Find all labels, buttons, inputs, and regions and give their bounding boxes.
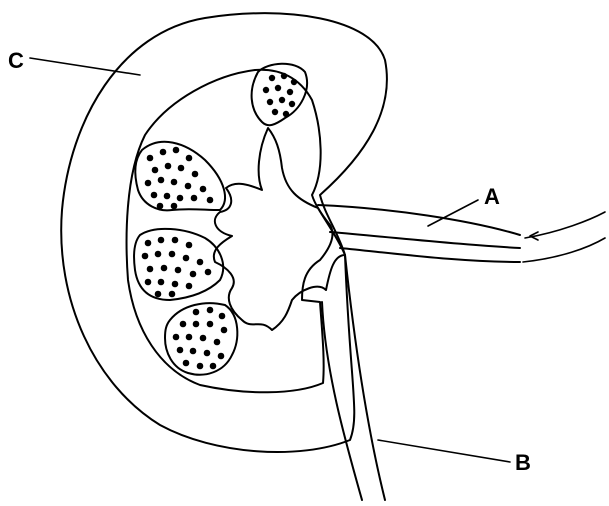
vessel-extension-lower: [523, 238, 605, 262]
renal-pelvis: [214, 128, 345, 330]
pyramid-middle-left: [134, 229, 223, 300]
leader-line-b: [378, 440, 510, 462]
medulla-boundary: [127, 70, 333, 393]
pyramid-dots: [142, 73, 297, 370]
label-c: C: [8, 48, 24, 73]
label-b: B: [515, 450, 531, 475]
leader-line-c: [30, 58, 140, 75]
renal-vessel-upper: [318, 205, 520, 235]
label-a: A: [484, 184, 500, 209]
renal-vessel-middle: [330, 232, 520, 248]
vessel-extension-upper: [525, 212, 605, 238]
ureter-left-wall: [322, 302, 362, 500]
renal-vessel-lower: [340, 248, 520, 262]
